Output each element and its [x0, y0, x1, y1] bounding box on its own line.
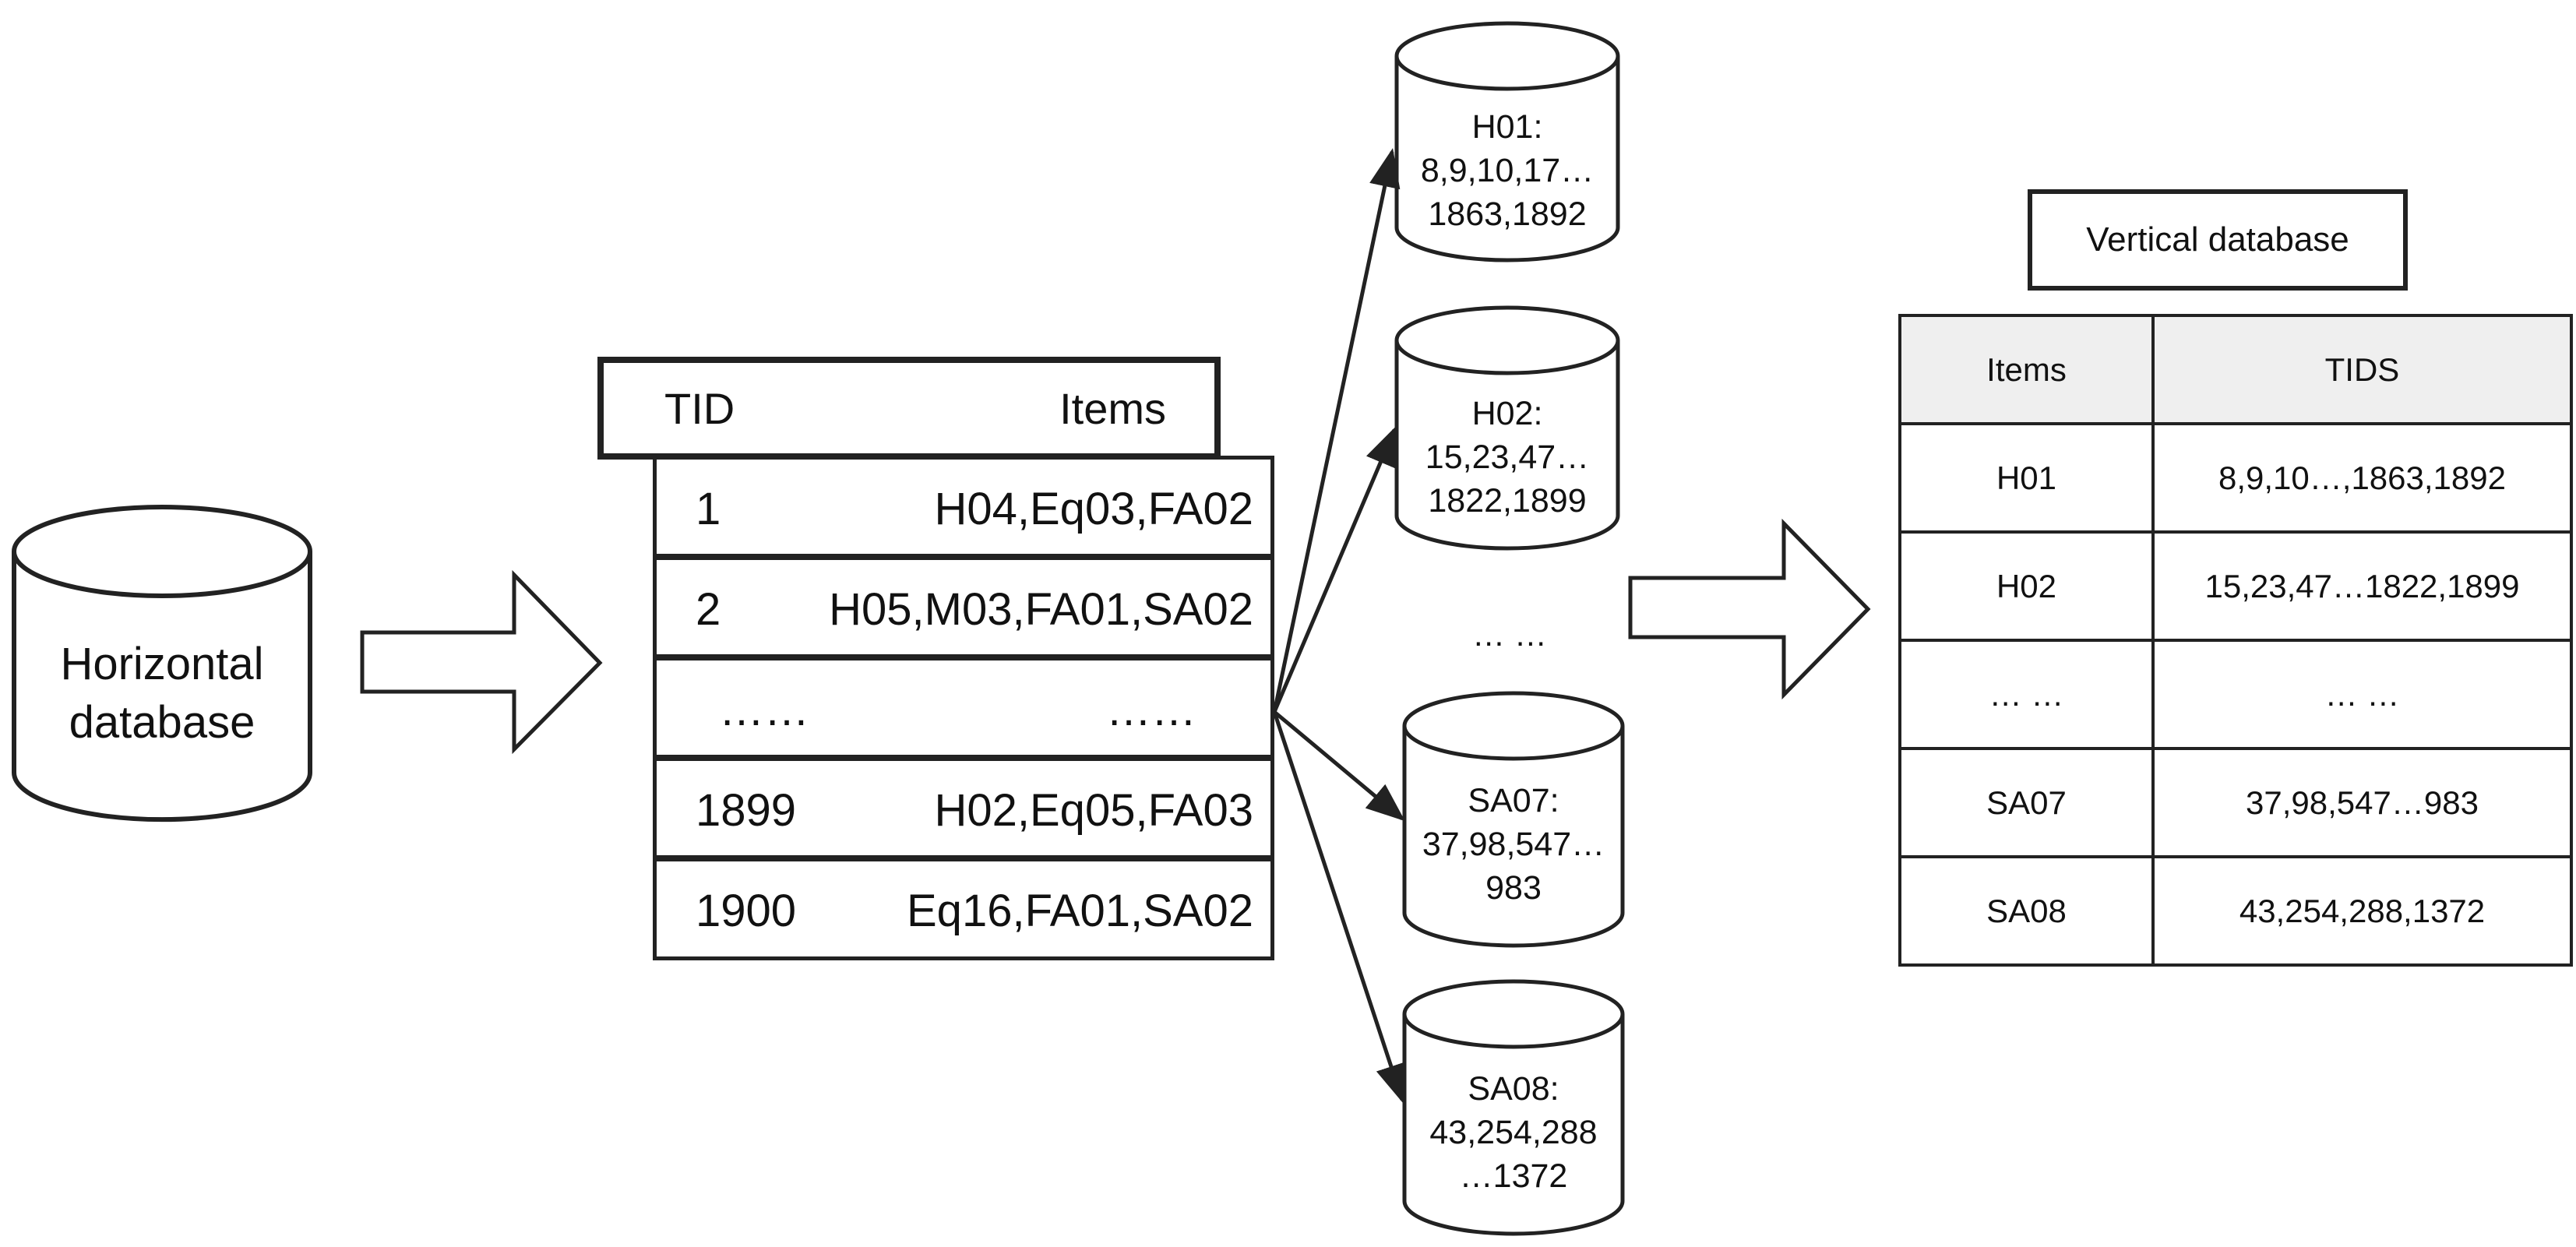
cylinder-line: 983 — [1485, 868, 1542, 907]
cylinder-line: 15,23,47… — [1425, 439, 1590, 477]
header-items: Items — [1059, 384, 1166, 433]
horizontal-table-row: 2 H05,M03,FA01,SA02 — [653, 556, 1274, 658]
cylinder-line: 37,98,547… — [1422, 826, 1605, 864]
horizontal-database-label: Horizontal database — [14, 623, 310, 763]
cell-item: H01 — [1898, 422, 2155, 534]
table-header-row: Items TIDS — [1898, 314, 2573, 425]
cylinder-line: SA07: — [1468, 782, 1559, 820]
cell-tids: 8,9,10…,1863,1892 — [2151, 422, 2573, 534]
header-tid: TID — [664, 384, 735, 433]
cell-item: … … — [1898, 639, 2155, 750]
cell-item: SA07 — [1898, 747, 2155, 858]
row-items: H02,Eq05,FA03 — [934, 785, 1253, 836]
vertical-database-table: Items TIDS H01 8,9,10…,1863,1892 H02 15,… — [1898, 314, 2573, 967]
cylinder-h01-label: H01: 8,9,10,17… 1863,1892 — [1397, 97, 1618, 245]
horizontal-database-line2: database — [69, 697, 255, 748]
cell-tids: … … — [2151, 639, 2573, 750]
row-tid: 1899 — [696, 785, 797, 836]
row-tid: 2 — [696, 584, 721, 635]
cylinder-line: 43,254,288 — [1429, 1114, 1598, 1152]
item-cylinder-h02 — [1394, 305, 1620, 551]
table-row: SA07 37,98,547…983 — [1898, 747, 2573, 858]
horizontal-table-header: TID Items — [597, 357, 1221, 460]
table-row: SA08 43,254,288,1372 — [1898, 855, 2573, 967]
cylinder-line: H01: — [1471, 108, 1543, 146]
column-header-tids: TIDS — [2151, 314, 2573, 425]
row-tid: 1900 — [696, 886, 797, 936]
cell-tids: 43,254,288,1372 — [2151, 855, 2573, 967]
cylinder-line: 1863,1892 — [1428, 195, 1587, 233]
row-tid: 1 — [696, 484, 721, 534]
row-items: H04,Eq03,FA02 — [934, 484, 1253, 534]
cylinder-sa07-label: SA07: 37,98,547… 983 — [1404, 771, 1623, 919]
item-cylinder-h01 — [1394, 21, 1620, 262]
cylinder-line: …1372 — [1459, 1157, 1568, 1195]
cell-item: H02 — [1898, 530, 2155, 642]
row-items: …… — [1106, 685, 1196, 735]
horizontal-database-cylinder — [12, 505, 312, 823]
item-cylinder-sa07 — [1402, 691, 1625, 948]
cell-item: SA08 — [1898, 855, 2155, 967]
horizontal-database-line1: Horizontal — [60, 638, 264, 689]
cell-tids: 37,98,547…983 — [2151, 747, 2573, 858]
vertical-database-title: Vertical database — [2028, 189, 2408, 291]
transform-arrow-left — [360, 569, 603, 755]
table-row: H02 15,23,47…1822,1899 — [1898, 530, 2573, 642]
cylinder-h02-label: H02: 15,23,47… 1822,1899 — [1397, 383, 1618, 533]
row-items: Eq16,FA01,SA02 — [907, 886, 1253, 936]
item-cylinder-sa08 — [1402, 979, 1625, 1236]
cylinders-ellipsis: … … — [1472, 615, 1547, 653]
arrow-to-h01 — [1272, 148, 1401, 713]
row-items: H05,M03,FA01,SA02 — [829, 584, 1253, 635]
cylinder-line: 1822,1899 — [1428, 481, 1587, 520]
table-row: … … … … — [1898, 639, 2573, 750]
cylinder-line: H02: — [1471, 395, 1543, 433]
cylinder-line: 8,9,10,17… — [1420, 152, 1595, 190]
row-tid: …… — [719, 685, 809, 735]
arrow-to-sa07 — [1273, 710, 1405, 822]
horizontal-table-row: 1900 Eq16,FA01,SA02 — [653, 858, 1274, 960]
arrow-to-h02 — [1272, 426, 1397, 713]
cylinder-line: SA08: — [1468, 1070, 1559, 1108]
fanout-arrows — [1272, 148, 1406, 1104]
cylinder-sa08-label: SA08: 43,254,288 …1372 — [1404, 1058, 1623, 1209]
horizontal-table-row: …… …… — [653, 657, 1274, 759]
table-row: H01 8,9,10…,1863,1892 — [1898, 422, 2573, 534]
transform-arrow-right — [1628, 518, 1871, 700]
column-header-items: Items — [1898, 314, 2155, 425]
arrow-to-sa08 — [1272, 711, 1406, 1104]
horizontal-table-row: 1 H04,Eq03,FA02 — [653, 456, 1274, 558]
cell-tids: 15,23,47…1822,1899 — [2151, 530, 2573, 642]
horizontal-table-row: 1899 H02,Eq05,FA03 — [653, 757, 1274, 859]
